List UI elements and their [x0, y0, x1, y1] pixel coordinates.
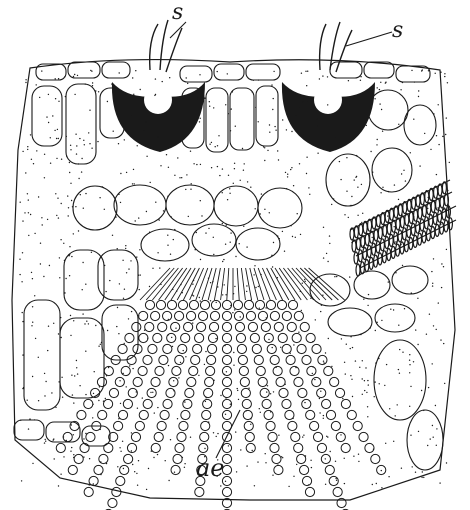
- parenchyma-cells-left: [24, 84, 138, 410]
- radiating-fibers: [140, 268, 345, 300]
- label-line-s-right: [346, 32, 392, 46]
- label-s-right: s: [392, 20, 403, 42]
- gland-left: [112, 20, 205, 152]
- label-line-ae: [216, 410, 240, 458]
- lower-epidermis-left: [14, 420, 110, 446]
- label-s-left: s: [172, 2, 183, 24]
- label-ae: ae: [196, 456, 225, 480]
- epidermis-layer: [36, 62, 430, 82]
- stipple-texture: [19, 69, 450, 490]
